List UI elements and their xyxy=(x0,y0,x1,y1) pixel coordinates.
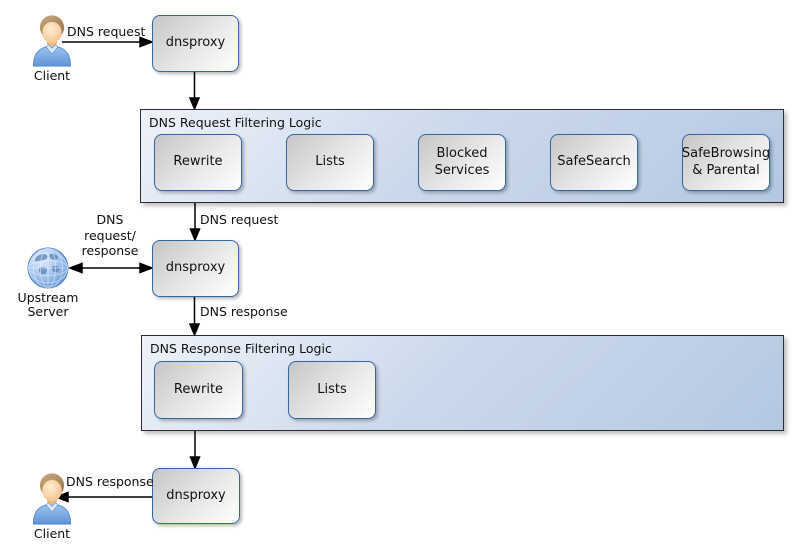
response-filtering-container: DNS Response Filtering Logic Rewrite Lis… xyxy=(141,335,784,431)
dnsproxy-bottom-label: dnsproxy xyxy=(166,487,226,503)
edge-label-dns-response-mid: DNS response xyxy=(200,304,288,319)
dnsproxy-mid-label: dnsproxy xyxy=(165,260,226,276)
arrow-request-filter-to-dnsproxy-mid xyxy=(189,201,201,242)
arrow-response-filter-to-dnsproxy-bottom xyxy=(189,429,201,470)
client-bottom-node: Client xyxy=(24,471,80,541)
response-box-lists-label: Lists xyxy=(317,381,347,397)
dnsproxy-top-box: dnsproxy xyxy=(152,15,239,72)
request-box-lists: Lists xyxy=(286,134,374,191)
request-filtering-title: DNS Request Filtering Logic xyxy=(149,115,322,130)
client-top-node: Client xyxy=(24,13,80,83)
edge-label-dns-response-bottom: DNS response xyxy=(66,474,154,489)
edge-label-dns-request-mid: DNS request xyxy=(200,212,279,227)
dnsproxy-mid-box: dnsproxy xyxy=(152,240,239,297)
dnsproxy-bottom-box: dnsproxy xyxy=(152,468,240,524)
upstream-server-node: Upstream Server xyxy=(12,247,84,319)
edge-label-dns-request-top: DNS request xyxy=(67,24,146,39)
upstream-server-label: Upstream Server xyxy=(17,290,79,319)
dnsproxy-top-label: dnsproxy xyxy=(165,35,226,51)
request-box-blocked-services-label: Blocked Services xyxy=(434,146,490,178)
request-box-safesearch: SafeSearch xyxy=(550,134,638,191)
edge-label-upstream-link: DNS request/ response xyxy=(81,212,139,258)
request-filtering-container: DNS Request Filtering Logic Rewrite List… xyxy=(140,109,784,203)
arrow-dnsproxy-mid-to-response-filter xyxy=(188,295,201,337)
response-filtering-title: DNS Response Filtering Logic xyxy=(150,341,332,356)
request-box-lists-label: Lists xyxy=(315,154,345,170)
response-box-rewrite-label: Rewrite xyxy=(173,381,224,397)
request-box-rewrite: Rewrite xyxy=(154,134,242,191)
request-box-safebrowsing-parental-label: SafeBrowsing & Parental xyxy=(681,146,771,178)
client-top-label: Client xyxy=(33,68,71,83)
globe-icon xyxy=(27,247,69,289)
request-box-safesearch-label: SafeSearch xyxy=(557,154,631,170)
request-box-rewrite-label: Rewrite xyxy=(173,154,223,170)
response-box-lists: Lists xyxy=(288,361,376,419)
client-bottom-label: Client xyxy=(33,526,71,541)
request-box-blocked-services: Blocked Services xyxy=(418,134,506,191)
person-icon xyxy=(33,15,71,67)
arrow-dnsproxy-top-to-request-filter xyxy=(188,70,201,111)
request-box-safebrowsing-parental: SafeBrowsing & Parental xyxy=(682,134,770,191)
person-icon xyxy=(33,473,71,525)
response-box-rewrite: Rewrite xyxy=(154,361,243,419)
